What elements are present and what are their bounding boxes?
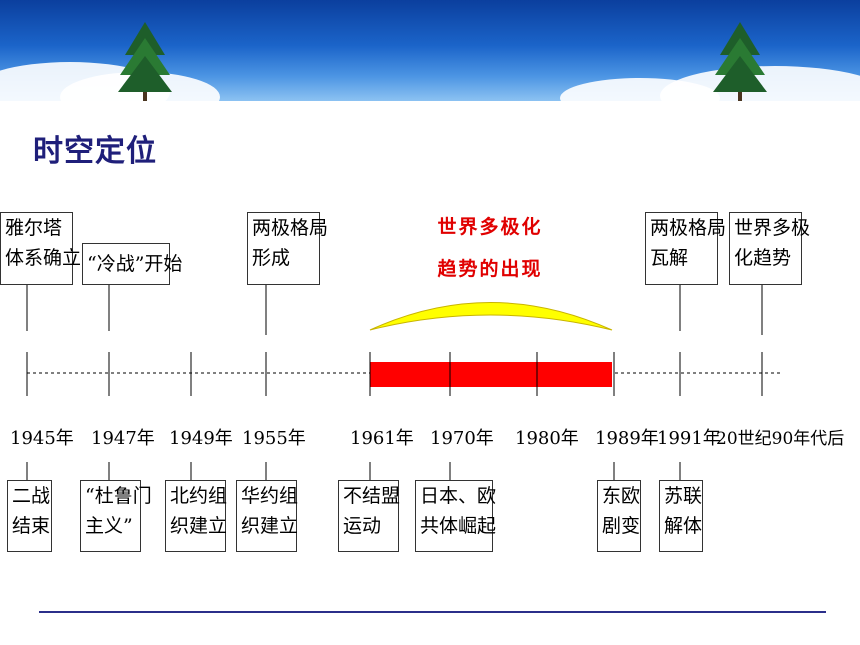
trend-arc bbox=[369, 302, 613, 331]
bottom-event-box-1991: 苏联 解体 bbox=[659, 480, 703, 552]
bottom-event-box-1947: “杜鲁门 主义” bbox=[80, 480, 152, 552]
top-event-box-1947: “冷战”开始 bbox=[82, 243, 182, 285]
trend-label-line2: 趋势的出现 bbox=[437, 258, 543, 280]
bottom-event-box-1961: 不结盟 运动 bbox=[338, 480, 400, 552]
bottom-event-box-1945: 二战 结束 bbox=[7, 480, 52, 552]
year-label-1970: 1970年 bbox=[430, 428, 494, 449]
top-event-box-1990s: 世界多极 化趋势 bbox=[729, 212, 810, 285]
year-label-1990s: 20世纪90年代后 bbox=[716, 429, 845, 449]
bottom-connectors bbox=[26, 462, 681, 480]
year-label-1991: 1991年 bbox=[657, 428, 721, 449]
top-connectors bbox=[26, 285, 763, 335]
header-banner bbox=[0, 0, 860, 101]
page-title: 时空定位 bbox=[33, 134, 157, 169]
top-event-box-1991: 两极格局 瓦解 bbox=[645, 212, 726, 285]
year-label-1989: 1989年 bbox=[595, 428, 659, 449]
tree-icon-right bbox=[713, 22, 767, 101]
year-label-1961: 1961年 bbox=[350, 428, 414, 449]
year-label-1947: 1947年 bbox=[91, 428, 155, 449]
top-event-box-1945: 雅尔塔 体系确立 bbox=[0, 212, 81, 285]
bottom-event-box-1989: 东欧 剧变 bbox=[597, 480, 641, 552]
trend-label-line1: 世界多极化 bbox=[437, 216, 543, 238]
bottom-event-box-1955: 华约组 织建立 bbox=[236, 480, 298, 552]
timeline-ticks bbox=[26, 352, 763, 396]
trend-period-bar bbox=[370, 362, 612, 387]
top-event-box-1955: 两极格局 形成 bbox=[247, 212, 328, 285]
year-label-1955: 1955年 bbox=[242, 428, 306, 449]
bottom-event-box-1949: 北约组 织建立 bbox=[165, 480, 227, 552]
year-label-1980: 1980年 bbox=[515, 428, 579, 449]
footer-divider bbox=[39, 611, 826, 613]
tree-icon-left bbox=[118, 22, 172, 101]
year-label-1945: 1945年 bbox=[10, 428, 74, 449]
year-label-1949: 1949年 bbox=[169, 428, 233, 449]
bottom-event-box-1970: 日本、欧 共体崛起 bbox=[415, 480, 496, 552]
